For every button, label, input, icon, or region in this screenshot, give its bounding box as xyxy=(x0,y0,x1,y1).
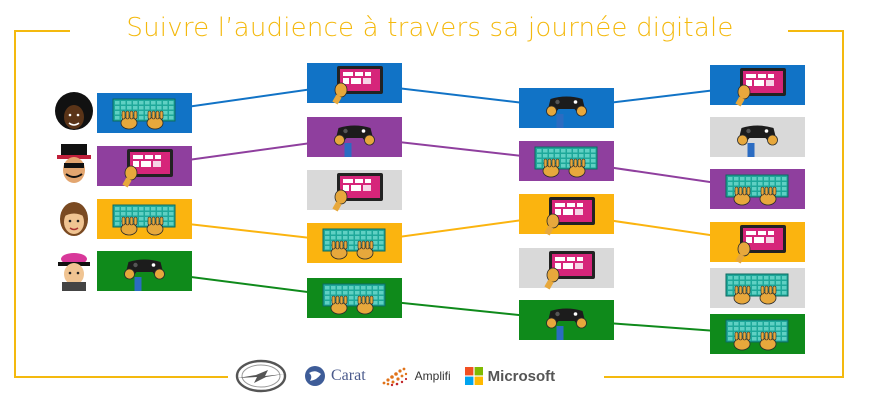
partner-logos: Carat Amplifi Microsoft xyxy=(232,358,602,394)
device-boxes xyxy=(97,63,805,354)
journey-lines xyxy=(144,81,758,335)
device-box-controller xyxy=(710,117,805,157)
persons xyxy=(55,92,93,291)
opel-logo xyxy=(232,359,290,393)
pink-hat-person-icon xyxy=(58,253,90,291)
device-box-controller xyxy=(97,251,192,291)
device-box-controller xyxy=(519,88,614,128)
frame-right-line xyxy=(842,30,844,376)
frame-bottom-left-line xyxy=(14,376,228,378)
device-box-keyboard xyxy=(97,93,192,133)
device-box-controller xyxy=(307,117,402,157)
carat-label: Carat xyxy=(331,367,366,384)
device-box-tablet xyxy=(710,65,805,107)
device-box-keyboard xyxy=(307,223,402,263)
device-box-controller xyxy=(519,300,614,340)
purple-journey-line xyxy=(144,135,758,190)
device-box-tablet xyxy=(307,63,402,105)
amplifi-icon xyxy=(382,367,407,387)
frame-top-left-line xyxy=(14,30,70,32)
frame-top-right-line xyxy=(788,30,844,32)
device-box-tablet xyxy=(519,194,614,236)
device-box-tablet xyxy=(97,146,192,188)
page-title: Suivre l’audience à travers sa journée d… xyxy=(126,13,734,43)
orange-journey-line xyxy=(144,212,758,245)
device-box-keyboard xyxy=(519,141,614,181)
device-box-keyboard xyxy=(97,199,192,239)
blue-journey-line xyxy=(144,81,758,114)
woman-person-icon xyxy=(60,202,88,236)
device-box-keyboard xyxy=(710,314,805,354)
afro-person-icon xyxy=(55,92,93,130)
carat-logo: Carat xyxy=(304,365,366,387)
amplifi-label: Amplifi xyxy=(414,369,451,383)
device-box-keyboard xyxy=(710,169,805,209)
carat-icon xyxy=(305,366,325,386)
hat-person-icon xyxy=(57,144,91,183)
device-box-tablet xyxy=(710,222,805,264)
microsoft-icon xyxy=(464,367,483,385)
microsoft-logo: Microsoft xyxy=(464,367,556,385)
frame-left-line xyxy=(14,30,16,376)
device-box-tablet xyxy=(519,248,614,290)
device-box-keyboard xyxy=(307,278,402,318)
amplifi-logo: Amplifi xyxy=(380,365,451,387)
device-box-keyboard xyxy=(710,268,805,308)
green-journey-line xyxy=(144,270,758,335)
frame-bottom-right-line xyxy=(604,376,844,378)
microsoft-label: Microsoft xyxy=(487,367,556,385)
device-box-tablet xyxy=(307,170,402,212)
